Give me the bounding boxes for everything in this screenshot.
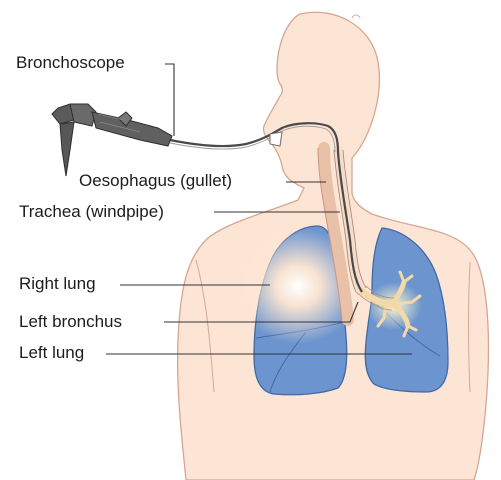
mouth-guard — [270, 132, 282, 146]
label-bronchoscope: Bronchoscope — [16, 53, 125, 73]
label-left-bronchus: Left bronchus — [19, 312, 122, 332]
label-left-lung: Left lung — [19, 343, 84, 363]
ear — [352, 15, 360, 18]
bronchoscope-handle — [52, 104, 172, 176]
bronchoscope-leader — [165, 64, 174, 136]
label-oesophagus: Oesophagus (gullet) — [79, 171, 232, 191]
label-trachea: Trachea (windpipe) — [19, 202, 164, 222]
label-right-lung: Right lung — [19, 274, 96, 294]
